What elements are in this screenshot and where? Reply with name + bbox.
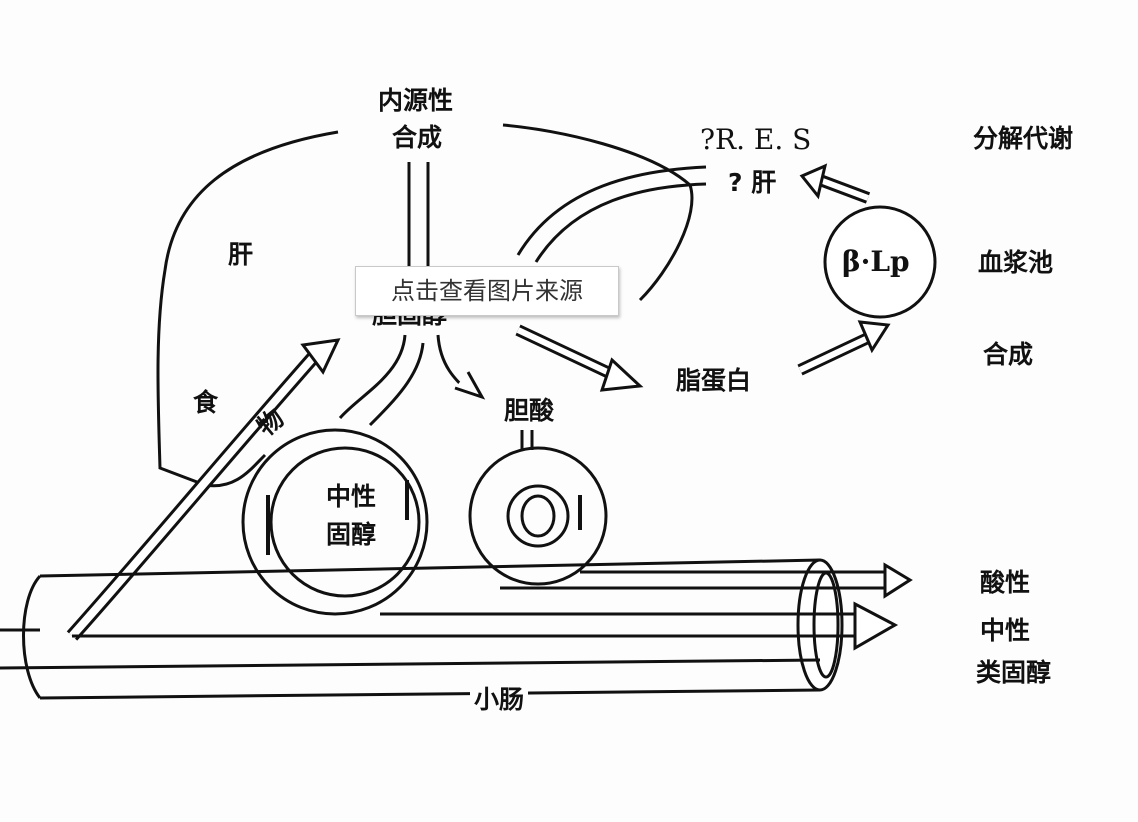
- intestine-bottom: [39, 688, 821, 700]
- intestine-right-end-outer: [796, 558, 844, 692]
- to-res-head: [799, 163, 828, 200]
- neutral-loop-inner: [269, 446, 421, 598]
- to-blp-head: [857, 320, 891, 354]
- label-food: 食: [193, 388, 219, 417]
- label-synthesis-right: 合成: [983, 340, 1034, 369]
- bile-arrow-head: [454, 371, 486, 400]
- label-steroids: 类固醇: [976, 658, 1052, 687]
- bile-loop-outer: [468, 446, 608, 586]
- label-neutral-line2: 固醇: [326, 520, 377, 549]
- res-channel-outer: [516, 165, 707, 256]
- label-cholesterol: 胆固醇: [372, 314, 447, 327]
- label-plasma-pool: 血浆池: [978, 248, 1054, 277]
- food-arrow-head: [300, 338, 341, 375]
- label-lipoprotein: 脂蛋白: [676, 366, 752, 395]
- split-inner: [368, 342, 425, 427]
- bile-loop-mid: [506, 484, 570, 548]
- label-endogenous: 内源性: [378, 86, 454, 115]
- intestine-top: [39, 558, 821, 578]
- intestine-left-end: [22, 574, 42, 699]
- label-small-intestine: 小肠: [470, 687, 529, 712]
- neutral-arrow-head: [853, 601, 899, 651]
- res-channel-inner: [534, 182, 707, 263]
- neutral-loop-outer: [241, 428, 429, 616]
- split-left: [338, 334, 407, 419]
- label-synthesis-top: 合成: [392, 123, 443, 152]
- acidic-arrow-head: [883, 562, 913, 599]
- view-image-source-button[interactable]: 点击查看图片来源: [355, 266, 619, 316]
- to-lipoprotein-head: [599, 357, 644, 392]
- label-liver: 肝: [228, 240, 254, 269]
- liver-outline: [156, 130, 339, 488]
- label-acidic: 酸性: [980, 568, 1031, 597]
- label-beta-lp: β·Lp: [842, 245, 910, 278]
- beta-lp-circle: [823, 205, 937, 319]
- label-neutral-line1: 中性: [326, 482, 377, 511]
- label-bile-acid: 胆酸: [504, 396, 555, 425]
- liver-outline-right: [502, 123, 694, 302]
- bile-loop-core: [520, 494, 556, 538]
- label-neutral-right: 中性: [980, 616, 1031, 645]
- label-catabolism: 分解代谢: [973, 124, 1074, 153]
- label-res: ?R. E. S: [700, 123, 812, 156]
- intestine-center-line: [0, 658, 821, 670]
- label-liver-q: ? 肝: [728, 168, 777, 197]
